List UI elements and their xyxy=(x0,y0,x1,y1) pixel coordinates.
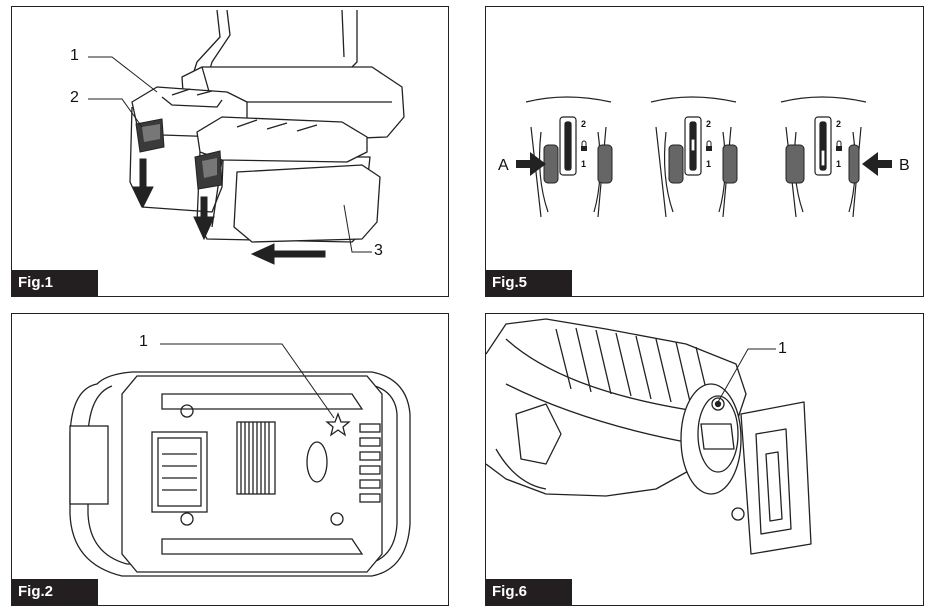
scale-1-view1: 1 xyxy=(581,159,587,169)
figure-5-panel: A B 2 1 2 1 2 1 Fig.5 xyxy=(485,6,924,297)
battery-top-illustration xyxy=(69,343,411,577)
callout-1: 1 xyxy=(778,340,787,357)
lock-switch-illustration xyxy=(516,96,892,218)
figure-6-panel: 1 Fig.6 xyxy=(485,313,924,606)
battery-removal-illustration xyxy=(88,9,405,265)
figure-label: Fig.1 xyxy=(12,270,98,296)
scale-2-view2: 2 xyxy=(706,119,712,129)
blade-clamp-illustration xyxy=(486,318,812,555)
figure-1-panel: 1 2 3 Fig.1 xyxy=(11,6,449,297)
scale-1-view3: 1 xyxy=(836,159,842,169)
figure-label: Fig.5 xyxy=(486,270,572,296)
callout-1: 1 xyxy=(70,47,79,64)
figure-2-panel: 1 Fig.2 xyxy=(11,313,449,606)
callout-3: 3 xyxy=(374,242,383,259)
callout-a: A xyxy=(498,157,509,174)
callout-1: 1 xyxy=(139,333,148,350)
figure-label: Fig.6 xyxy=(486,579,572,605)
callout-2: 2 xyxy=(70,89,79,106)
scale-2-view1: 2 xyxy=(581,119,587,129)
figure-label: Fig.2 xyxy=(12,579,98,605)
scale-1-view2: 1 xyxy=(706,159,712,169)
callout-b: B xyxy=(899,157,910,174)
scale-2-view3: 2 xyxy=(836,119,842,129)
